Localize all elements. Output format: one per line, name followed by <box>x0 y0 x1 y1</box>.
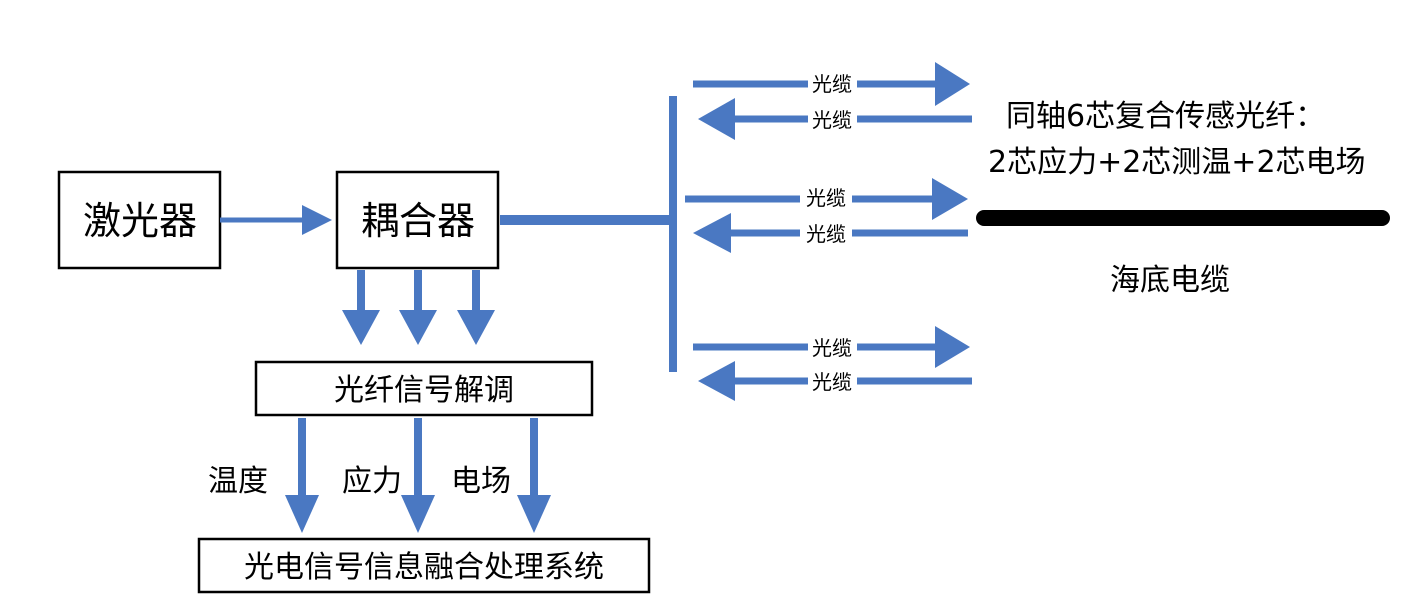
demod-to-fusion-arrows <box>285 418 551 533</box>
fiber-description-line-1: 同轴6芯复合传感光纤： <box>1006 99 1325 134</box>
temperature-arrow-head <box>285 495 319 533</box>
coupler-to-demod-arrows <box>342 270 495 345</box>
stress-label: 应力 <box>342 464 402 499</box>
coupler-demod-arrow-1-head <box>342 310 380 345</box>
fusion-system-box <box>197 537 651 594</box>
branch-2-out-arrowhead <box>932 178 968 220</box>
coupler-demod-arrow-2-head <box>399 310 437 345</box>
branch-1-in-arrowhead <box>698 98 735 140</box>
temperature-label: 温度 <box>208 464 268 499</box>
branch-2-in-label: 光缆 <box>806 222 846 246</box>
stress-arrow-head <box>401 495 435 533</box>
branch-3: 光缆 光缆 <box>693 326 972 401</box>
demodulation-label: 光纤信号解调 <box>334 373 514 408</box>
branch-1: 光缆 光缆 <box>693 62 972 140</box>
subsea-cable-label: 海底电缆 <box>1110 263 1230 298</box>
branch-1-out-arrowhead <box>935 62 970 106</box>
coupler-box <box>335 170 500 270</box>
laser-box <box>57 170 222 270</box>
branch-3-out-label: 光缆 <box>812 336 852 360</box>
fiber-description-line-2: 2芯应力+2芯测温+2芯电场 <box>988 145 1366 180</box>
branch-3-in-arrowhead <box>698 361 735 401</box>
branch-1-in-label: 光缆 <box>812 108 852 132</box>
branch-1-out-label: 光缆 <box>812 72 852 96</box>
electric-field-label: 电场 <box>451 464 511 499</box>
electric-field-arrow-head <box>517 495 551 533</box>
branch-2: 光缆 光缆 <box>685 178 968 253</box>
laser-label: 激光器 <box>83 199 197 243</box>
branch-3-in-label: 光缆 <box>812 370 852 394</box>
branch-3-out-arrowhead <box>935 326 970 368</box>
coupler-label: 耦合器 <box>361 199 475 243</box>
fusion-system-label: 光电信号信息融合处理系统 <box>244 550 604 585</box>
demodulation-box <box>254 360 594 417</box>
branch-2-in-arrowhead <box>693 213 731 253</box>
branch-2-out-label: 光缆 <box>806 186 846 210</box>
laser-to-coupler-arrowhead <box>302 205 332 235</box>
coupler-demod-arrow-3-head <box>457 310 495 345</box>
